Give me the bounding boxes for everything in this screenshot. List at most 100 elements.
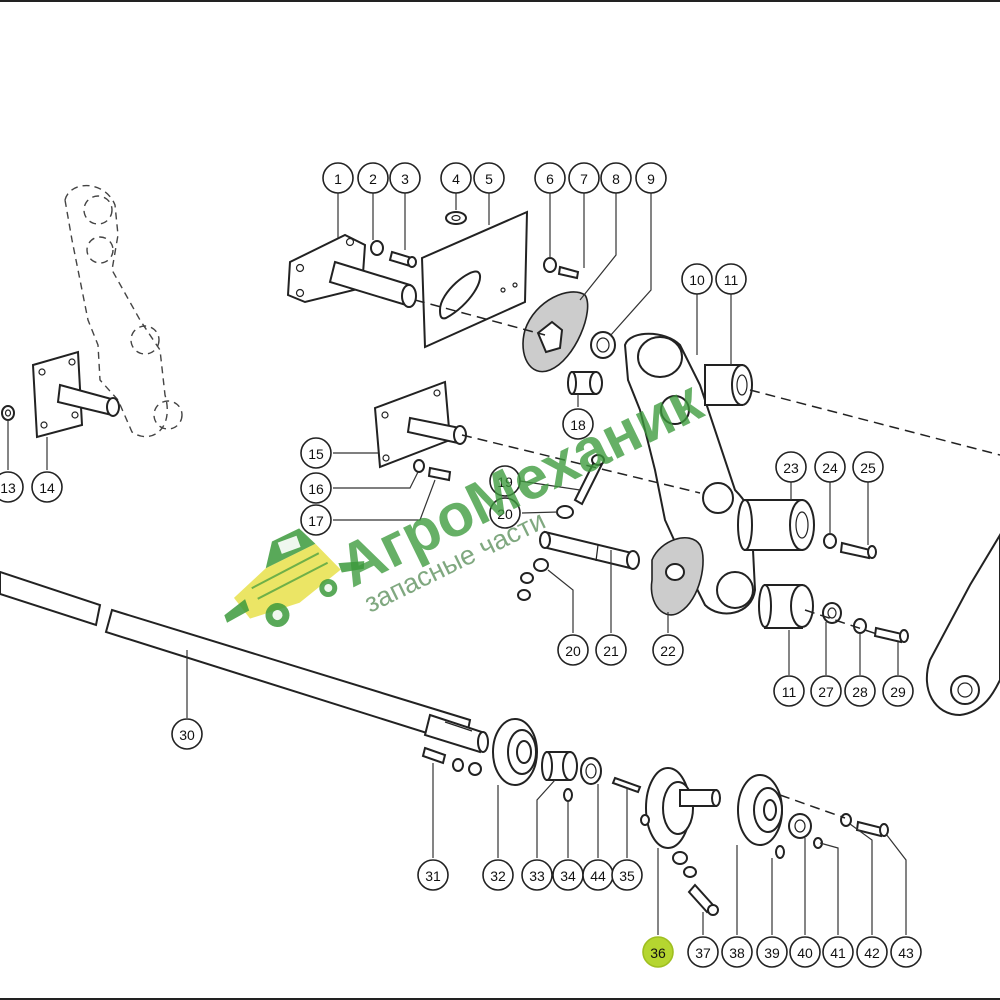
callout-15: 15 xyxy=(300,437,332,469)
callout-2: 2 xyxy=(357,162,389,194)
callout-label: 14 xyxy=(39,480,55,496)
callout-41: 41 xyxy=(822,936,854,968)
callout-42: 42 xyxy=(856,936,888,968)
callout-label: 11 xyxy=(724,272,739,288)
washer-24 xyxy=(823,533,837,549)
flange-plate-14 xyxy=(31,350,120,439)
callout-label: 4 xyxy=(452,171,460,187)
callout-label: 10 xyxy=(689,272,705,288)
friction-disc-22 xyxy=(650,536,704,616)
callout-9: 9 xyxy=(635,162,667,194)
housing-36 xyxy=(640,767,721,849)
callout-label: 24 xyxy=(822,460,838,476)
callout-label: 36 xyxy=(650,945,666,961)
callout-40: 40 xyxy=(789,936,821,968)
callout-35: 35 xyxy=(611,859,643,891)
callout-22: 22 xyxy=(652,634,684,666)
collar-40 xyxy=(788,813,812,839)
friction-disc-8 xyxy=(522,291,589,373)
callout-label: 20 xyxy=(497,506,513,522)
bearing-33 xyxy=(541,751,578,781)
callout-label: 11 xyxy=(782,684,797,700)
callout-label: 20 xyxy=(565,643,581,659)
callout-17: 17 xyxy=(300,504,332,536)
callout-label: 13 xyxy=(0,480,16,496)
callout-label: 34 xyxy=(560,868,576,884)
callout-label: 39 xyxy=(764,945,780,961)
callout-label: 19 xyxy=(497,474,513,490)
washer-16 xyxy=(413,459,425,473)
watermark: АгроМеханик запасные части xyxy=(224,366,713,628)
callout-label: 32 xyxy=(490,868,506,884)
grease-nipple-39 xyxy=(775,845,785,859)
callout-label: 9 xyxy=(647,171,655,187)
washer-28 xyxy=(853,618,867,634)
nut-9 xyxy=(590,331,616,359)
shaft-30 xyxy=(0,570,489,754)
callout-10: 10 xyxy=(681,263,713,295)
callout-label: 22 xyxy=(660,643,676,659)
callout-28: 28 xyxy=(844,675,876,707)
flange-bearing-38 xyxy=(737,774,783,846)
callout-23: 23 xyxy=(775,451,807,483)
washer-6 xyxy=(543,257,557,273)
callout-19: 19 xyxy=(489,465,521,497)
callout-label: 30 xyxy=(179,727,195,743)
callout-18: 18 xyxy=(562,408,594,440)
callout-25: 25 xyxy=(852,451,884,483)
bolt-43 xyxy=(855,820,889,838)
callout-8: 8 xyxy=(600,162,632,194)
washer-13 xyxy=(1,405,15,421)
bolt-3 xyxy=(388,250,417,268)
washer-42 xyxy=(840,813,852,827)
callout-label: 42 xyxy=(864,945,880,961)
callout-43: 43 xyxy=(890,936,922,968)
flange-plate-15 xyxy=(373,380,467,469)
right-arm xyxy=(925,533,1000,717)
bolt-7 xyxy=(557,265,580,280)
assembly-axes xyxy=(414,299,1000,819)
callout-label: 41 xyxy=(830,945,846,961)
callout-3: 3 xyxy=(389,162,421,194)
callout-label: 15 xyxy=(308,446,324,462)
harvester-logo-icon xyxy=(224,528,365,628)
callout-11: 11 xyxy=(773,675,805,707)
callout-label: 37 xyxy=(695,945,711,961)
leader-lines xyxy=(7,193,907,935)
callout-label: 3 xyxy=(401,171,409,187)
callout-label: 28 xyxy=(852,684,868,700)
callout-11: 11 xyxy=(715,263,747,295)
cover-plate-5 xyxy=(420,210,529,349)
callout-label: 43 xyxy=(898,945,914,961)
callout-37: 37 xyxy=(687,936,719,968)
callout-label: 23 xyxy=(783,460,799,476)
callout-5: 5 xyxy=(473,162,505,194)
nut-4 xyxy=(445,211,467,225)
callout-label: 6 xyxy=(546,171,554,187)
callout-38: 38 xyxy=(721,936,753,968)
callout-13: 13 xyxy=(0,471,24,503)
callout-14: 14 xyxy=(31,471,63,503)
callout-label: 44 xyxy=(590,868,606,884)
callout-label: 7 xyxy=(580,171,588,187)
bolt-25 xyxy=(839,541,877,560)
callout-39: 39 xyxy=(756,936,788,968)
callout-label: 1 xyxy=(334,171,342,187)
callout-21: 21 xyxy=(595,634,627,666)
bushing-11-top xyxy=(704,364,753,406)
callout-label: 27 xyxy=(818,684,834,700)
nut-20 xyxy=(517,558,549,601)
grease-nipple-34 xyxy=(563,788,573,802)
callout-4: 4 xyxy=(440,162,472,194)
lever-arm xyxy=(623,332,757,615)
bolt-19 xyxy=(573,454,605,506)
washer-31 xyxy=(452,758,482,776)
ring-44 xyxy=(580,757,602,785)
phantom-arm xyxy=(64,184,183,438)
flange-bearing-32 xyxy=(492,718,538,786)
callout-16: 16 xyxy=(300,472,332,504)
callout-label: 17 xyxy=(308,513,324,529)
callout-44: 44 xyxy=(582,859,614,891)
